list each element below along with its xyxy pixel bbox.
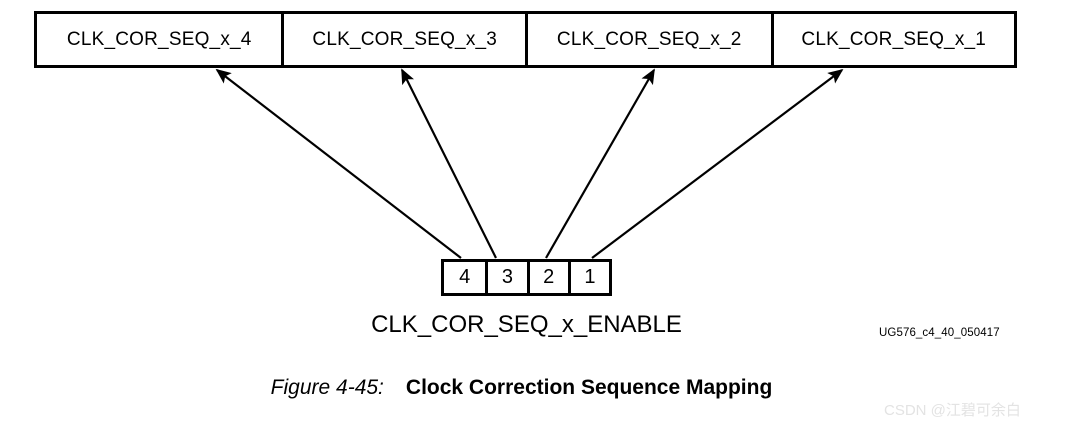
mapping-arrow-bit-2 [545,68,655,259]
document-reference-code: UG576_c4_40_050417 [879,327,1000,339]
enable-bit-cell-3: 3 [485,262,526,293]
mapping-arrow-bit-4 [215,68,462,259]
enable-bit-cell-2: 2 [526,262,568,293]
mapping-arrow-bit-1 [591,68,844,259]
enable-bit-cell-4: 4 [459,266,471,288]
enable-signal-label: CLK_COR_SEQ_x_ENABLE [371,311,682,338]
figure-caption-inner: Figure 4-45: Clock Correction Sequence Ma… [271,376,773,399]
sequence-box-1: CLK_COR_SEQ_x_1 [770,14,1015,65]
figure-caption-number: Figure 4-45: [270,376,384,399]
figure-caption: Figure 4-45: Clock Correction Sequence Ma… [0,376,1067,400]
enable-signal-label-wrapper: CLK_COR_SEQ_x_ENABLE [0,311,1067,339]
sequence-register-row: CLK_COR_SEQ_x_4 CLK_COR_SEQ_x_3 CLK_COR_… [34,11,1017,68]
enable-bit-row: 4 3 2 1 [441,259,612,296]
csdn-watermark: CSDN @江碧可余白 [884,402,1021,419]
enable-bit-cell-1: 1 [567,262,609,293]
mapping-arrow-bit-3 [401,68,497,259]
sequence-box-3: CLK_COR_SEQ_x_3 [281,14,525,65]
figure-caption-title: Clock Correction Sequence Mapping [405,376,773,399]
sequence-box-2: CLK_COR_SEQ_x_2 [525,14,771,65]
sequence-box-4: CLK_COR_SEQ_x_4 [66,28,252,50]
